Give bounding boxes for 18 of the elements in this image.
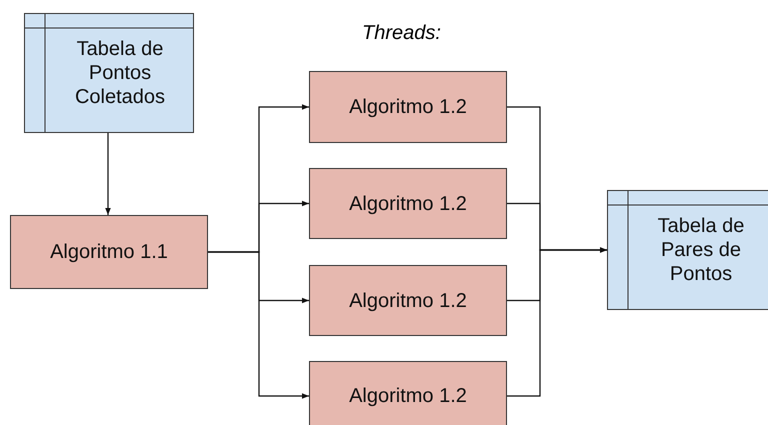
node-label: Algoritmo 1.2 <box>348 288 468 312</box>
process-box <box>309 361 507 425</box>
process-box <box>10 215 208 289</box>
process-box <box>309 168 507 239</box>
arrow <box>208 251 309 399</box>
table-box <box>24 13 194 133</box>
node-label: Algoritmo 1.2 <box>348 95 468 119</box>
node-label: Algoritmo 1.2 <box>348 192 468 216</box>
arrow <box>105 133 111 215</box>
process-box <box>309 265 507 336</box>
table-box <box>607 190 768 310</box>
node-label: Tabela de Pares de Pontos <box>656 214 746 286</box>
node-label: Tabela de Pontos Coletados <box>74 37 166 109</box>
node-label: Algoritmo 1.2 <box>348 384 468 408</box>
heading-label: Threads: <box>362 22 441 45</box>
node-label: Algoritmo 1.1 <box>49 240 169 264</box>
arrow <box>507 247 607 397</box>
process-box <box>309 71 507 143</box>
